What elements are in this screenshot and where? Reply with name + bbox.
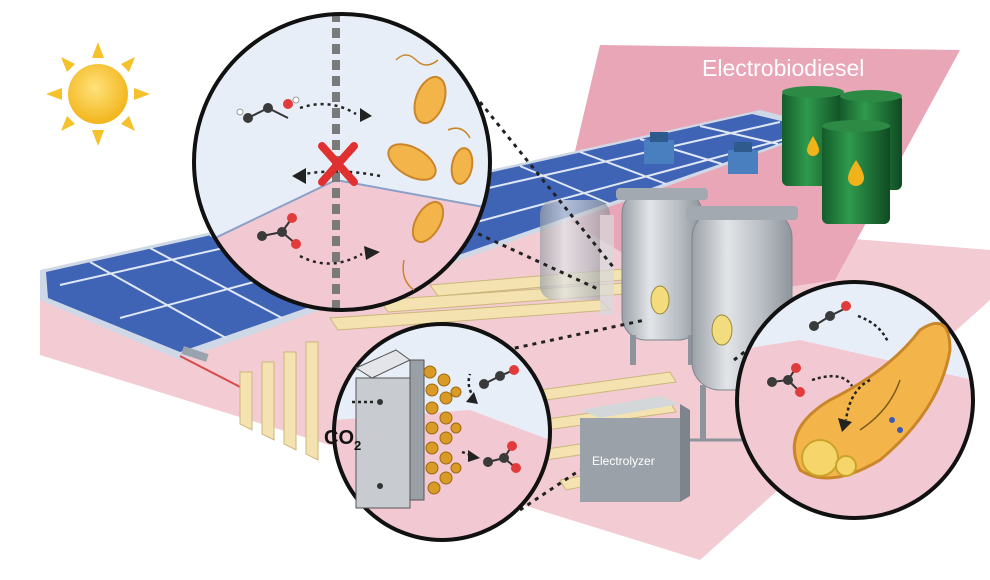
fuel-barrel-icon xyxy=(822,120,890,224)
acetate-molecule xyxy=(767,363,805,397)
electrolyzer-box: Electrolyzer xyxy=(580,396,690,502)
cathode-zoom-circle: CO2 xyxy=(324,322,552,542)
bacterium-zoom-circle xyxy=(735,280,975,520)
ethanol-molecule xyxy=(479,365,519,389)
membrane-zoom-circle xyxy=(192,12,492,312)
ethanol-molecule xyxy=(809,301,851,331)
fuel-barrels xyxy=(782,86,902,224)
catalyst-particles xyxy=(423,365,462,495)
co2-label-sub: 2 xyxy=(354,438,361,453)
bioreactor-icon xyxy=(616,132,708,365)
sun-icon xyxy=(46,42,150,146)
gas-diffusion-electrode xyxy=(354,349,425,509)
ethanol-molecule xyxy=(236,96,300,123)
bacterium-icon xyxy=(792,321,952,480)
co2-label: CO2 xyxy=(324,427,361,453)
bacterium-icon xyxy=(387,75,474,243)
bioreactor-icon xyxy=(540,200,614,315)
block-cross-icon xyxy=(318,142,358,186)
electrolyzer-label: Electrolyzer xyxy=(592,454,655,468)
co2-label-main: CO xyxy=(324,427,354,449)
product-label: Electrobiodiesel xyxy=(702,55,864,81)
acetate-molecule xyxy=(257,213,301,249)
acetate-molecule xyxy=(483,441,521,473)
